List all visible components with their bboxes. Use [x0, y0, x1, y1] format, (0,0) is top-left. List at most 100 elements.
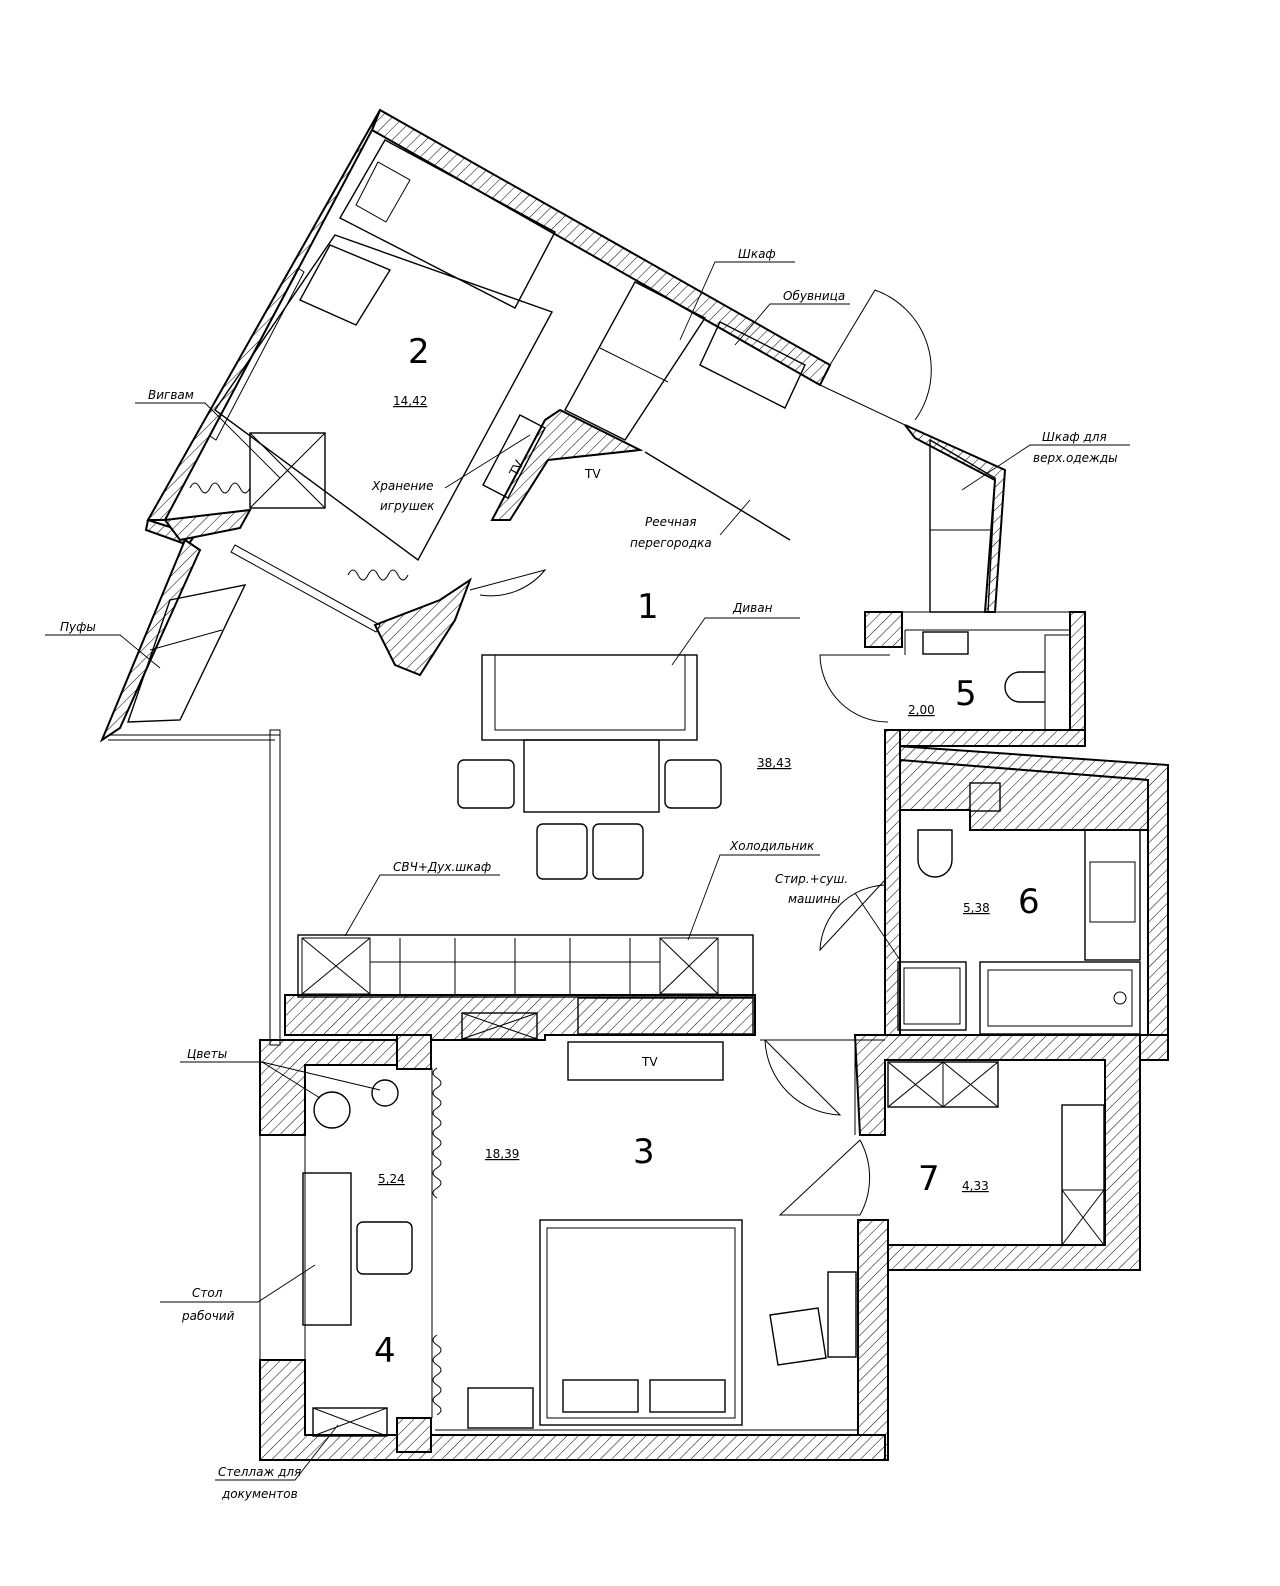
window-room2-lower [230, 544, 381, 633]
room-area-3: 18,39 [485, 1147, 519, 1161]
tv-label-hall: TV [584, 467, 601, 481]
bed-room2 [339, 139, 556, 309]
hall-furniture: TV [564, 281, 996, 613]
label-washer-2: машины [788, 892, 841, 906]
wall-room3-right [857, 1219, 889, 1461]
wall-bath6-top-inner [899, 758, 1149, 831]
wall-room4-top [259, 1039, 401, 1136]
room-area-6: 5,38 [963, 901, 990, 915]
chair-left [457, 759, 515, 809]
wall-room7 [853, 1034, 1141, 1271]
wall-room2-left [146, 109, 381, 521]
label-slat-2: перегородка [630, 536, 712, 550]
wall-room34-bottom [259, 1359, 886, 1461]
room-number-1: 1 [637, 587, 659, 627]
wall-poufs [99, 538, 202, 743]
wardrobe [564, 281, 707, 441]
bed-room3 [539, 1219, 743, 1426]
label-toys-2: игрушек [380, 499, 435, 513]
toy-storage [482, 414, 546, 499]
bathtub [979, 961, 1141, 1035]
wall-bath5-bottom [889, 729, 1086, 747]
radiator-room2-b [347, 569, 409, 581]
sink-room6 [1084, 829, 1141, 961]
wall-kitchen-back [284, 994, 756, 1041]
kitchen-box [461, 1012, 538, 1040]
label-docs-1: Стеллаж для [218, 1465, 301, 1479]
chair-room3 [769, 1307, 827, 1366]
label-docs-2: документов [221, 1487, 298, 1501]
label-outerwear-1: Шкаф для [1042, 430, 1107, 444]
dining-table [523, 739, 660, 813]
door-room7 [778, 1139, 871, 1216]
room2-furniture: TV [127, 139, 556, 723]
callout-labels: Шкаф Обувница Шкаф для верх.одежды Вигва… [60, 247, 1118, 1501]
nightstand [467, 1387, 534, 1429]
wall-bath5-block [864, 611, 903, 648]
label-poufs: Пуфы [60, 620, 96, 634]
chair-right [664, 759, 722, 809]
tv-cabinet-hatched [577, 997, 754, 1035]
washer [897, 961, 967, 1031]
tv-label-room3: TV [641, 1055, 658, 1069]
leader-lines [45, 261, 1130, 1481]
bath-fixtures [897, 631, 1141, 1035]
radiator-room2 [189, 482, 251, 494]
wall-bath6-bottom [1139, 1034, 1169, 1061]
pillow-room2 [355, 161, 411, 223]
room-number-4: 4 [374, 1331, 396, 1371]
wall-bath-right [1069, 611, 1086, 743]
door-bath6 [819, 879, 886, 952]
desk-room4 [302, 1172, 352, 1326]
play-area-room2 [214, 234, 554, 562]
room-area-5: 2,00 [908, 703, 935, 717]
tv-room3 [567, 1041, 724, 1081]
desk-room3 [827, 1271, 857, 1358]
room-area-1: 38,43 [757, 756, 791, 770]
chair-room4 [356, 1221, 413, 1275]
room-areas: 38,43 14,42 18,39 5,24 2,00 5,38 4,33 [378, 394, 990, 1193]
curtain-top [432, 1067, 442, 1199]
docs-shelf [312, 1407, 388, 1437]
wall-tv-partition [490, 408, 644, 521]
flower-large [313, 1091, 351, 1129]
toilet-room6 [917, 829, 953, 878]
toilet-room5 [1004, 671, 1045, 703]
room-number-3: 3 [633, 1132, 655, 1172]
label-wardrobe: Шкаф [738, 247, 776, 261]
oven-box [301, 937, 371, 995]
shelf-room6 [969, 782, 1001, 812]
label-flowers: Цветы [187, 1047, 227, 1061]
label-toys-1: Хранение [371, 479, 433, 493]
shoe-rack [699, 321, 806, 409]
walls [99, 108, 1169, 1461]
slat-partition [644, 451, 791, 541]
sofa [481, 654, 698, 741]
label-microwave: СВЧ+Дух.шкаф [393, 860, 491, 874]
chair-room2 [299, 244, 392, 326]
curtain-bottom [432, 1334, 442, 1416]
window-room4 [259, 1134, 306, 1361]
wigwam [249, 432, 326, 509]
door-room3 [764, 1039, 842, 1116]
room-number-6: 6 [1018, 882, 1040, 922]
room7-furniture [887, 1061, 1105, 1246]
sink-room5 [922, 631, 969, 655]
door-entry [829, 289, 932, 421]
room-area-7: 4,33 [962, 1179, 989, 1193]
room-number-2: 2 [408, 332, 430, 372]
pillar-top [396, 1034, 432, 1070]
room-number-7: 7 [918, 1159, 940, 1199]
kitchen-counter [297, 934, 754, 998]
window-room1-left [269, 729, 281, 1046]
label-desk-2: рабочий [181, 1309, 235, 1323]
door-room2 [469, 569, 547, 597]
label-fridge: Холодильник [729, 839, 815, 853]
label-sofa: Диван [732, 601, 773, 615]
outerwear-wardrobe [929, 438, 996, 613]
door-bath5 [819, 654, 890, 723]
poufs [127, 584, 247, 723]
doors [469, 289, 932, 1216]
label-slat-1: Реечная [645, 515, 697, 529]
